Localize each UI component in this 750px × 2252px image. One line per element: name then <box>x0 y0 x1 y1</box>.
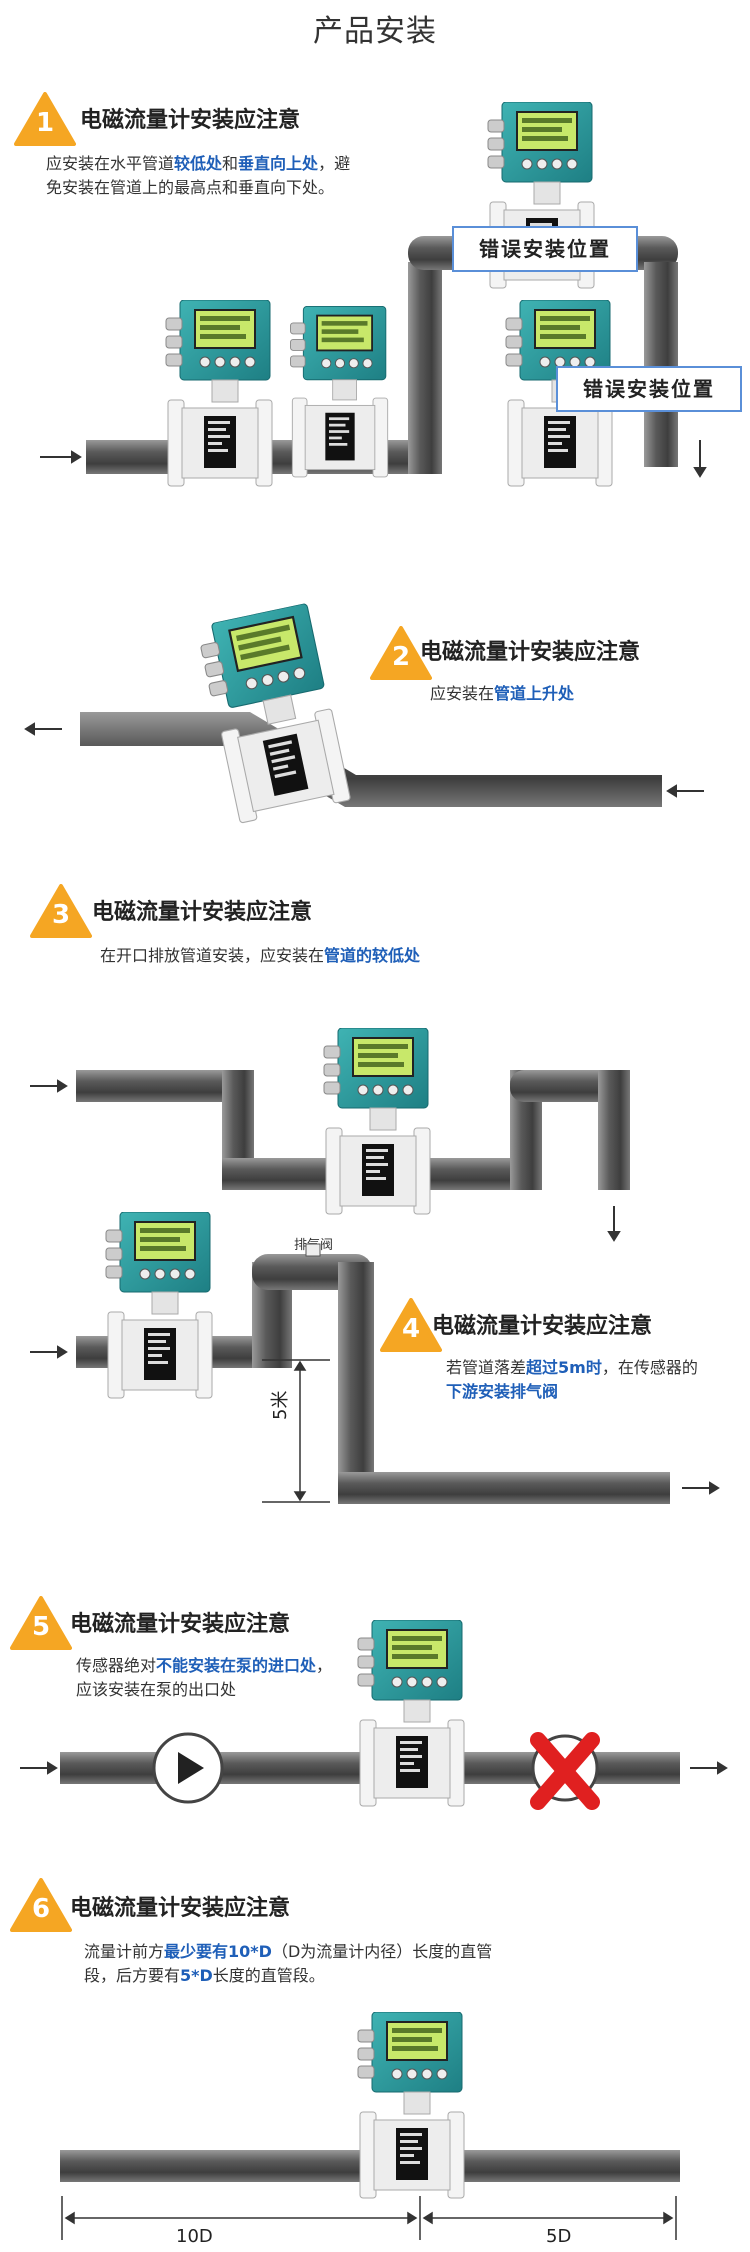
section-1-heading: 电磁流量计安装应注意 <box>80 108 301 133</box>
step-badge-4: 4 <box>380 1298 442 1352</box>
upstream-10d-label: 10D <box>176 2226 213 2247</box>
section-2-desc: 应安装在管道上升处 <box>430 684 575 703</box>
pipe-riser <box>408 262 442 474</box>
section-4-heading: 电磁流量计安装应注意 <box>432 1314 653 1339</box>
wrong-position-label-1: 错误安装位置 <box>452 226 638 272</box>
page-title: 产品安装 <box>313 14 437 49</box>
section-3-heading: 电磁流量计安装应注意 <box>92 900 313 925</box>
section-5-desc: 传感器绝对不能安装在泵的进口处，应该安装在泵的出口处 <box>76 1656 333 1699</box>
flowmeter-straight-run <box>357 2012 465 2199</box>
step-badge-2: 2 <box>370 626 432 680</box>
section-6-desc: 流量计前方最少要有10*D（D为流量计内径）长度的直管段，后方要有5*D长度的直… <box>84 1942 493 1985</box>
exhaust-valve <box>305 1243 321 1257</box>
section-3-desc: 在开口排放管道安装，应安装在管道的较低处 <box>100 946 421 965</box>
section-5-heading: 电磁流量计安装应注意 <box>70 1612 291 1637</box>
step-badge-5: 5 <box>10 1596 72 1650</box>
section-4-desc: 若管道落差超过5m时，在传感器的下游安装排气阀 <box>446 1358 698 1401</box>
section-6-heading: 电磁流量计安装应注意 <box>70 1896 291 1921</box>
downstream-5d-label: 5D <box>546 2226 572 2247</box>
cross-icon <box>530 1732 600 1810</box>
pipe-downcomer <box>644 262 678 467</box>
step-badge-3: 3 <box>30 884 92 938</box>
wrong-position-label-2: 错误安装位置 <box>556 366 742 412</box>
section-2-heading: 电磁流量计安装应注意 <box>420 640 641 665</box>
step-badge-6: 6 <box>10 1878 72 1932</box>
section-1-desc: 应安装在水平管道较低处和垂直向上处，避免安装在管道上的最高点和垂直向下处。 <box>46 154 351 197</box>
step-badge-1: 1 <box>14 92 76 146</box>
